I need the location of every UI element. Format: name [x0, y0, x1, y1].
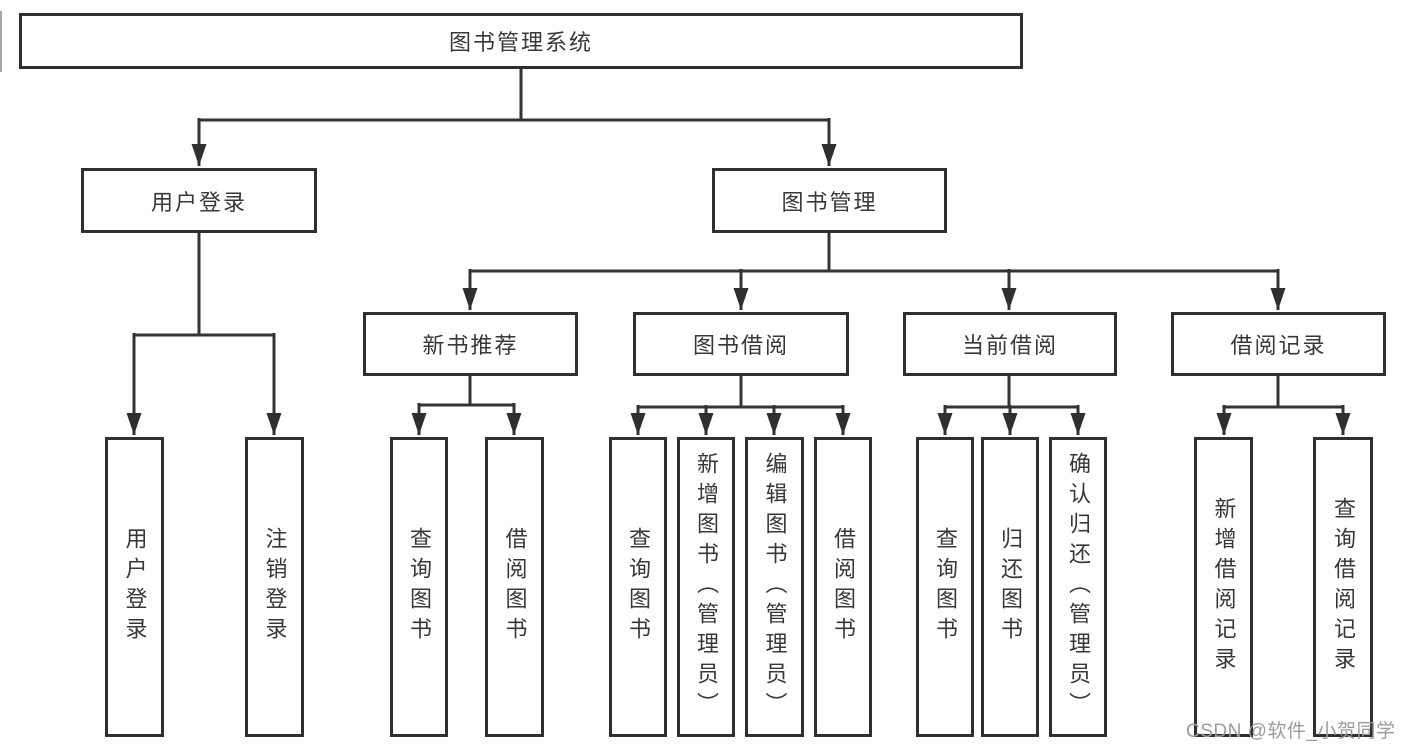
leaf-query-books-borrow: 查询图书	[609, 437, 667, 737]
cropped-edge-artifact	[0, 11, 2, 72]
node-root-label: 图书管理系统	[448, 30, 593, 55]
leaf-user-login-label: 用户登录	[122, 527, 148, 647]
leaf-user-login: 用户登录	[105, 437, 164, 737]
leaf-confirm-return-admin-label: 确认归还（管理员）	[1066, 452, 1091, 722]
node-new-book-rec: 新书推荐	[363, 312, 578, 376]
node-book-mgmt: 图书管理	[712, 168, 947, 233]
leaf-return-book-label: 归还图书	[998, 527, 1023, 647]
node-current-borrow-label: 当前借阅	[961, 333, 1058, 358]
leaf-add-borrow-record-label: 新增借阅记录	[1211, 497, 1237, 677]
leaf-logout: 注销登录	[245, 437, 304, 737]
node-user-login-label: 用户登录	[150, 189, 247, 215]
node-root: 图书管理系统	[19, 13, 1023, 69]
leaf-borrow-books-label: 借阅图书	[831, 527, 856, 647]
leaf-borrow-books-rec-label: 借阅图书	[502, 527, 528, 647]
leaf-confirm-return-admin: 确认归还（管理员）	[1049, 437, 1107, 737]
leaf-query-borrow-record-label: 查询借阅记录	[1331, 497, 1356, 677]
leaf-query-books-rec-label: 查询图书	[407, 527, 432, 647]
leaf-query-borrow-record: 查询借阅记录	[1313, 437, 1373, 737]
node-book-mgmt-label: 图书管理	[781, 189, 878, 215]
node-current-borrow: 当前借阅	[903, 312, 1117, 376]
leaf-edit-book-admin-label: 编辑图书（管理员）	[762, 452, 788, 722]
node-user-login: 用户登录	[81, 168, 317, 233]
leaf-return-book: 归还图书	[981, 437, 1039, 737]
leaf-edit-book-admin: 编辑图书（管理员）	[745, 437, 804, 737]
node-new-book-rec-label: 新书推荐	[422, 333, 519, 358]
csdn-watermark: CSDN @软件_小贺同学	[1186, 721, 1396, 742]
leaf-borrow-books: 借阅图书	[814, 437, 872, 737]
leaf-logout-label: 注销登录	[262, 527, 288, 647]
node-borrow-records-label: 借阅记录	[1230, 333, 1327, 358]
leaf-add-book-admin: 新增图书（管理员）	[677, 437, 735, 737]
node-book-borrow: 图书借阅	[633, 312, 849, 376]
leaf-query-books-current-label: 查询图书	[933, 527, 958, 647]
leaf-borrow-books-rec: 借阅图书	[485, 437, 544, 737]
leaf-query-books-current: 查询图书	[916, 437, 974, 737]
leaf-query-books-rec: 查询图书	[390, 437, 448, 737]
leaf-add-borrow-record: 新增借阅记录	[1194, 437, 1253, 737]
leaf-add-book-admin-label: 新增图书（管理员）	[694, 452, 719, 722]
node-borrow-records: 借阅记录	[1171, 312, 1386, 376]
leaf-query-books-borrow-label: 查询图书	[626, 527, 651, 647]
node-book-borrow-label: 图书借阅	[692, 333, 789, 358]
